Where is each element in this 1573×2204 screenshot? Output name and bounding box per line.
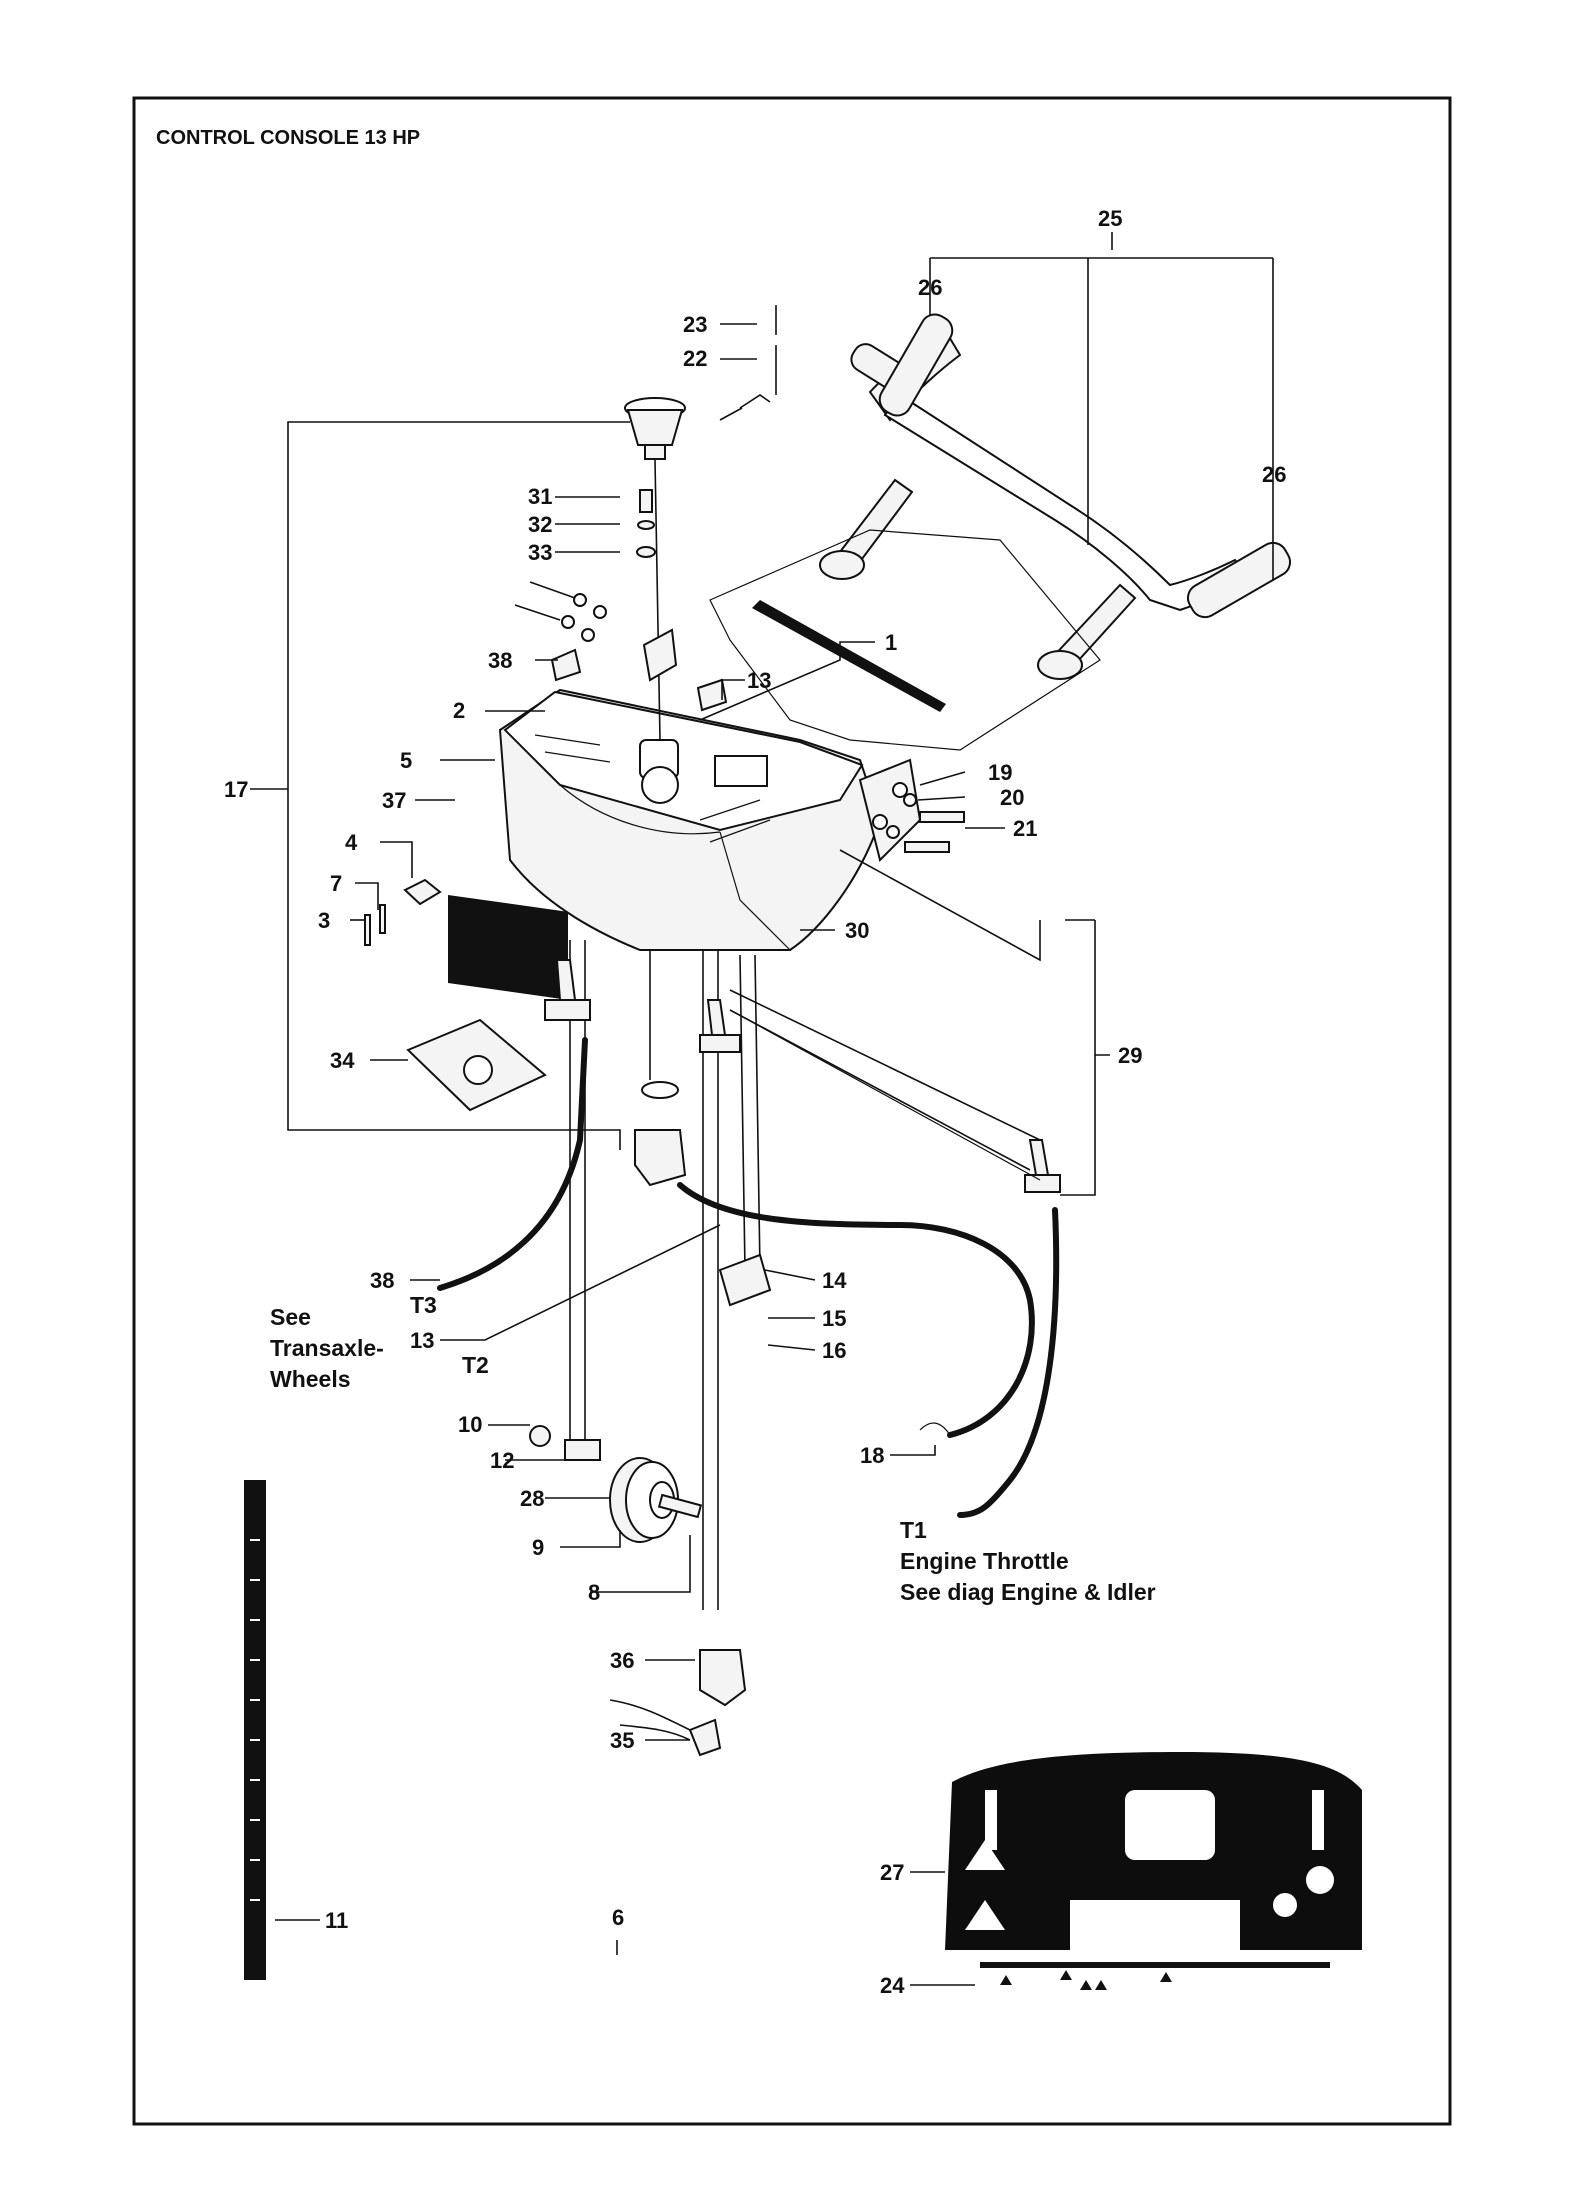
callout-8: 8 [588, 1580, 600, 1605]
cable-t3 [437, 1037, 588, 1291]
callout-25: 25 [1098, 206, 1122, 231]
callout-12: 12 [490, 1448, 514, 1473]
callout-26a: 26 [918, 275, 942, 300]
callout-23: 23 [683, 312, 707, 337]
callout-38b: 38 [370, 1268, 394, 1293]
note-t1: T1 [900, 1517, 927, 1543]
callout-24: 24 [880, 1973, 905, 1998]
callout-34: 34 [330, 1048, 355, 1073]
callout-27: 27 [880, 1860, 904, 1885]
callout-36: 36 [610, 1648, 634, 1673]
diagram-frame [132, 96, 1452, 2126]
callout-labels: 25 26 26 23 22 31 32 33 1 38 13 2 5 17 3… [224, 206, 1286, 1998]
ruler-decal-icon [244, 1480, 266, 1980]
callout-3: 3 [318, 908, 330, 933]
callout-17: 17 [224, 777, 248, 802]
callout-38a: 38 [488, 648, 512, 673]
group-bracket-17 [287, 421, 630, 1150]
decal-icon [448, 894, 568, 1000]
note-t3: T3 [410, 1292, 437, 1318]
callout-26b: 26 [1262, 462, 1286, 487]
callout-20: 20 [1000, 785, 1024, 810]
callout-7: 7 [330, 871, 342, 896]
callout-32: 32 [528, 512, 552, 537]
console-icon [498, 688, 922, 951]
callout-11: 11 [325, 1908, 348, 1933]
note-engine-throttle: Engine Throttle [900, 1548, 1069, 1574]
throttle-knob-icon [624, 305, 777, 741]
note-t2: T2 [462, 1352, 489, 1378]
hardware-icon [872, 782, 965, 853]
callout-22: 22 [683, 346, 707, 371]
callout-37: 37 [382, 788, 406, 813]
cable-t1 [957, 1207, 1060, 1518]
decal-icon [980, 1962, 1330, 1990]
callout-35: 35 [610, 1728, 634, 1753]
callout-13a: 13 [747, 668, 771, 693]
callout-6: 6 [612, 1905, 624, 1930]
callout-13b: 13 [410, 1328, 434, 1353]
callout-9: 9 [532, 1535, 544, 1560]
diagram-title: CONTROL CONSOLE 13 HP [156, 127, 420, 149]
hardware-icon [364, 878, 442, 946]
callout-29: 29 [1118, 1043, 1142, 1068]
callout-30: 30 [845, 918, 869, 943]
decal-icon [945, 1752, 1362, 1950]
callout-33: 33 [528, 540, 552, 565]
note-wheels: Wheels [270, 1366, 351, 1392]
note-see-engine: See diag Engine & Idler [900, 1579, 1156, 1605]
note-see: See [270, 1304, 311, 1330]
callout-2: 2 [453, 698, 465, 723]
handlebar-icon [709, 313, 1292, 751]
callout-28: 28 [520, 1486, 544, 1511]
callout-4: 4 [345, 830, 358, 855]
callout-21: 21 [1013, 816, 1037, 841]
note-transaxle: Transaxle- [270, 1335, 384, 1361]
callout-16: 16 [822, 1338, 846, 1363]
callout-10: 10 [458, 1412, 482, 1437]
hardware-icon [514, 489, 728, 712]
pulley-icon [529, 1425, 703, 1543]
callout-14: 14 [822, 1268, 847, 1293]
callout-1: 1 [885, 630, 897, 655]
connector-icon [609, 1699, 722, 1757]
callout-18: 18 [860, 1443, 884, 1468]
leader-lines [250, 232, 1274, 1986]
callout-19: 19 [988, 760, 1012, 785]
callout-31: 31 [528, 484, 552, 509]
bracket-icon [544, 959, 1061, 1707]
switch-icon [634, 1081, 772, 1307]
reference-notes: T3 T2 See Transaxle- Wheels T1 Engine Th… [270, 1292, 1156, 1605]
cable-t2 [677, 1182, 1035, 1438]
callout-15: 15 [822, 1306, 846, 1331]
callout-5: 5 [400, 748, 412, 773]
